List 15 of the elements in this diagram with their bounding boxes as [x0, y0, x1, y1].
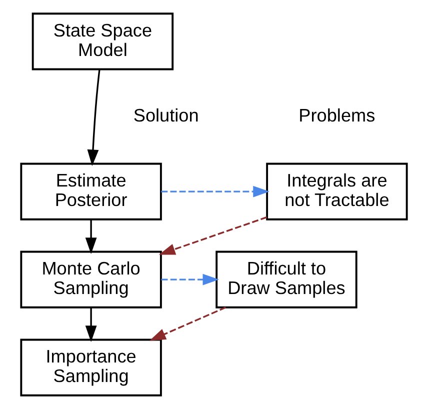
arrow — [160, 186, 269, 198]
arrow — [84, 307, 96, 342]
arrow — [148, 306, 226, 341]
arrow — [160, 274, 219, 286]
arrow — [84, 219, 96, 254]
node-box: Difficult to Draw Samples — [215, 250, 357, 308]
node-box: State Space Model — [31, 12, 174, 70]
arrow — [158, 216, 267, 255]
node-box: Importance Sampling — [20, 338, 162, 396]
arrow — [86, 70, 100, 166]
node-box: Monte Carlo Sampling — [20, 250, 162, 308]
label: Solution — [132, 105, 198, 126]
node-box: Estimate Posterior — [20, 162, 162, 220]
node-box: Integrals are not Tractable — [266, 162, 408, 220]
label: Problems — [298, 105, 375, 126]
